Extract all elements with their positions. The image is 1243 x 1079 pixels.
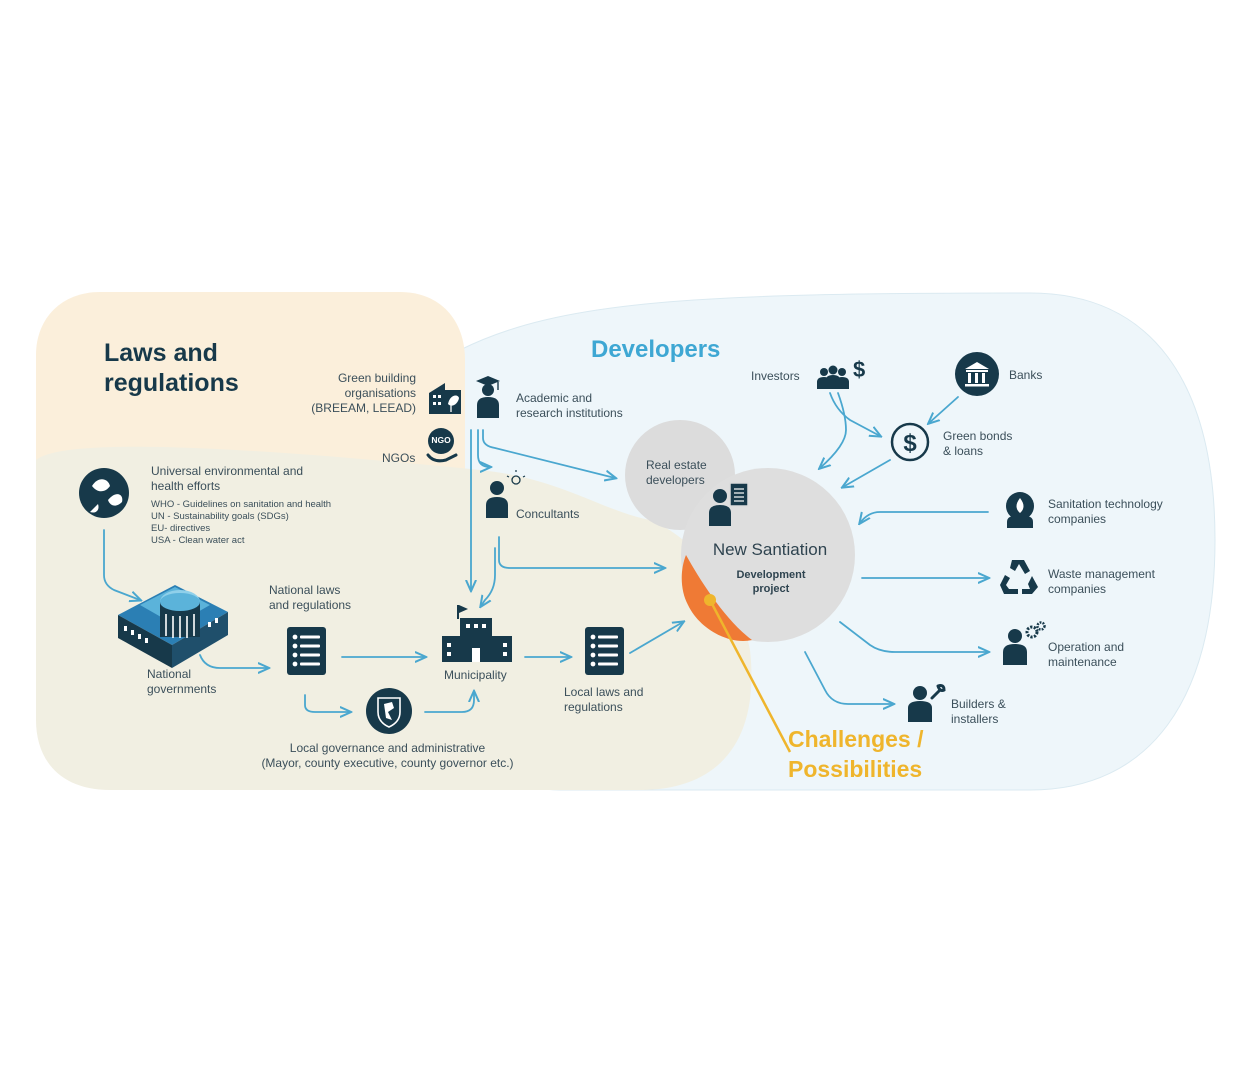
ngo-icon xyxy=(426,428,458,463)
arrow-center-operation xyxy=(839,621,988,652)
consultant-idea-icon xyxy=(486,470,526,518)
operation-label: Operation and maintenance xyxy=(1048,640,1125,669)
national-laws-label: National laws and regulations xyxy=(269,583,352,612)
laws-region xyxy=(36,292,465,470)
local-laws-label: Local laws and regulations xyxy=(564,685,644,714)
center-title: New Santiation xyxy=(712,540,828,559)
laws-title: Laws and regulations xyxy=(104,339,239,397)
government-building-icon xyxy=(118,585,228,668)
gears-person-icon xyxy=(1003,621,1046,665)
banks-label: Banks xyxy=(1009,368,1043,382)
ngos-label: NGOs xyxy=(382,451,416,465)
water-drop-person-icon xyxy=(1006,492,1034,528)
center-subtitle: Development project xyxy=(736,569,806,595)
arrow-academic-consultants xyxy=(477,429,490,467)
local-region xyxy=(36,446,752,790)
bank-icon xyxy=(955,352,999,396)
arrow-banks-greenbonds xyxy=(929,396,959,423)
national-laws-document-icon xyxy=(287,627,326,675)
universal-label: Universal environmental and health effor… xyxy=(151,464,304,493)
globe-leaf-icon xyxy=(79,468,129,518)
academic-label: Academic and research institutions xyxy=(516,391,623,420)
developers-title: Developers xyxy=(591,336,721,363)
developer-document-icon xyxy=(709,482,749,526)
arrow-consultants-municipality xyxy=(481,547,496,606)
investors-label: Investors xyxy=(751,369,800,383)
arrow-academic-realestate xyxy=(482,429,615,478)
local-governance-label: Local governance and administrative (May… xyxy=(261,741,514,770)
green-bonds-label: Green bonds & loans xyxy=(943,429,1013,458)
arrow-investors-center xyxy=(820,392,847,468)
consultants-label: Concultants xyxy=(516,507,580,521)
national-governments-label: National governments xyxy=(147,667,217,696)
arrow-greenbonds-center xyxy=(843,459,891,487)
arrow-localgov-municipality xyxy=(424,692,474,713)
green-building-label: Green building organisations (BREEAM, LE… xyxy=(311,371,416,415)
real-estate-label: Real estate developers xyxy=(646,458,707,487)
arrow-center-builders xyxy=(804,651,893,704)
universal-list: WHO - Guidelines on sanitation and healt… xyxy=(151,499,332,546)
green-building-icon xyxy=(429,383,461,414)
dollar-coin-icon: $ xyxy=(890,422,930,462)
overlap-wedge xyxy=(681,555,752,641)
arrow-sanitation-center xyxy=(860,511,989,523)
sanitation-tech-label: Sanitation technology companies xyxy=(1048,497,1163,526)
ngo-badge-text: NGO xyxy=(431,435,451,445)
svg-text:$: $ xyxy=(853,357,865,382)
svg-text:$: $ xyxy=(903,430,917,457)
local-laws-document-icon xyxy=(585,627,624,675)
recycle-icon xyxy=(1000,560,1038,594)
challenges-title: Challenges / Possibilities xyxy=(788,726,924,782)
arrow-gov-nationallaws xyxy=(199,654,268,668)
graduate-icon xyxy=(476,376,500,418)
municipality-building-icon xyxy=(442,605,512,662)
arrow-investors-greenbonds xyxy=(829,392,880,436)
builders-label: Builders & installers xyxy=(951,697,1006,726)
challenges-dot xyxy=(704,594,716,606)
builder-wrench-icon xyxy=(908,684,946,722)
arrow-nationallaws-localgov xyxy=(304,694,350,712)
challenges-pointer xyxy=(708,599,792,753)
arrow-consultants-center xyxy=(498,536,664,568)
arrow-universal-national xyxy=(103,529,140,600)
municipality-label: Municipality xyxy=(444,668,507,682)
waste-management-label: Waste management companies xyxy=(1048,567,1155,596)
arrow-locallaws-center xyxy=(629,622,683,654)
coat-of-arms-icon xyxy=(366,688,412,734)
investors-group-icon: $ xyxy=(817,357,865,389)
